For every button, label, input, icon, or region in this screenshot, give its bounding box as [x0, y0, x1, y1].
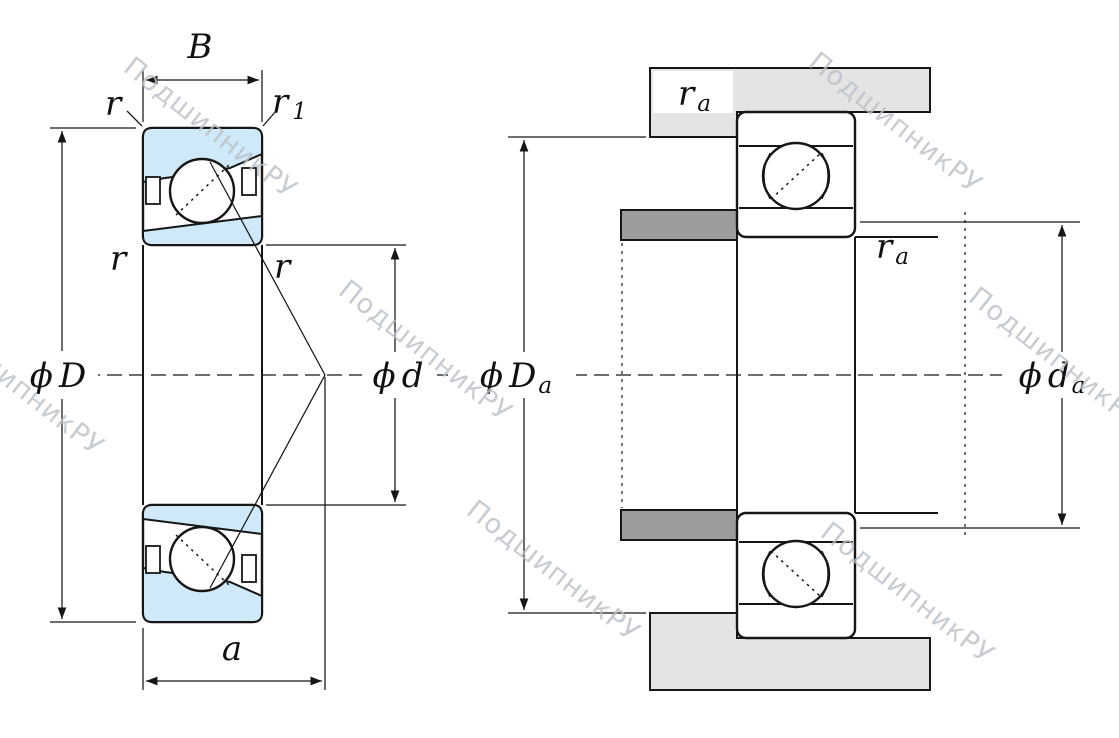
contact-angle-line-top	[209, 161, 326, 376]
ball-cage-bottom-left	[145, 545, 161, 574]
label-mask-d	[362, 352, 436, 398]
shaft-shoulder-bottom	[620, 509, 738, 541]
outer-ring-bottom	[142, 566, 263, 623]
label-mask-da	[1002, 352, 1108, 398]
dim-label-D-main: D	[58, 356, 86, 396]
cage-arc-bottom-right	[821, 550, 829, 598]
housing-bottom	[649, 612, 931, 691]
inner-ring-top	[142, 214, 263, 246]
watermark-text: ПодшипникРУ	[333, 274, 518, 428]
cage-arc-bottom-left	[763, 550, 771, 598]
dim-label-da-main: d	[1048, 356, 1070, 396]
dim-label-ra-mid-main: r	[876, 227, 894, 267]
phi-symbol: ϕ	[1019, 356, 1042, 396]
ball-mounted-top	[761, 141, 831, 211]
dim-label-ra-mid-sub: a	[895, 244, 909, 270]
label-mask-ra-top	[653, 71, 733, 113]
ball-cage-bottom-right	[241, 554, 257, 583]
inner-ring-bottom	[142, 504, 263, 536]
label-mask-D	[24, 351, 98, 399]
cage-arc-top-left	[763, 152, 771, 200]
leader-r-top-left	[126, 110, 143, 127]
cage-arc-top-right	[821, 152, 829, 200]
dim-label-a: a	[222, 629, 242, 669]
shaft-shoulder-top	[620, 209, 738, 241]
dim-label-r-top-left: r	[105, 84, 123, 124]
leader-r1	[262, 110, 277, 127]
dim-label-B: B	[187, 27, 213, 67]
contact-axis-mounted-bottom	[770, 550, 822, 598]
dim-label-r-mid-left: r	[110, 239, 128, 279]
outer-ring-top	[142, 127, 263, 184]
phi-symbol: ϕ	[30, 356, 53, 396]
ball-mounted-bottom	[761, 539, 831, 609]
dim-label-r1-sub: 1	[292, 99, 307, 125]
ball-cage-top-right	[241, 167, 257, 196]
dim-label-ra-top-sub: a	[697, 91, 711, 117]
watermark-text: ПодшипникРУ	[461, 494, 646, 648]
phi-symbol: ϕ	[373, 356, 396, 396]
dim-label-da-sub: a	[1072, 373, 1086, 399]
contact-angle-line-bottom	[209, 374, 326, 589]
contact-axis-mounted-top	[770, 152, 822, 200]
phi-symbol: ϕ	[480, 356, 503, 396]
dim-label-Da-sub: a	[538, 373, 552, 399]
dim-label-r-mid-right: r	[274, 247, 292, 287]
dim-label-r1-main: r	[272, 82, 290, 122]
contact-axis-bottom	[175, 534, 230, 586]
label-mask-Da	[462, 352, 576, 398]
ball-cage-top-left	[145, 176, 161, 205]
dim-label-d-main: d	[402, 356, 424, 396]
dim-label-Da-main: D	[508, 356, 536, 396]
contact-axis-top	[175, 164, 230, 216]
dim-label-ra-top-main: r	[678, 74, 696, 114]
